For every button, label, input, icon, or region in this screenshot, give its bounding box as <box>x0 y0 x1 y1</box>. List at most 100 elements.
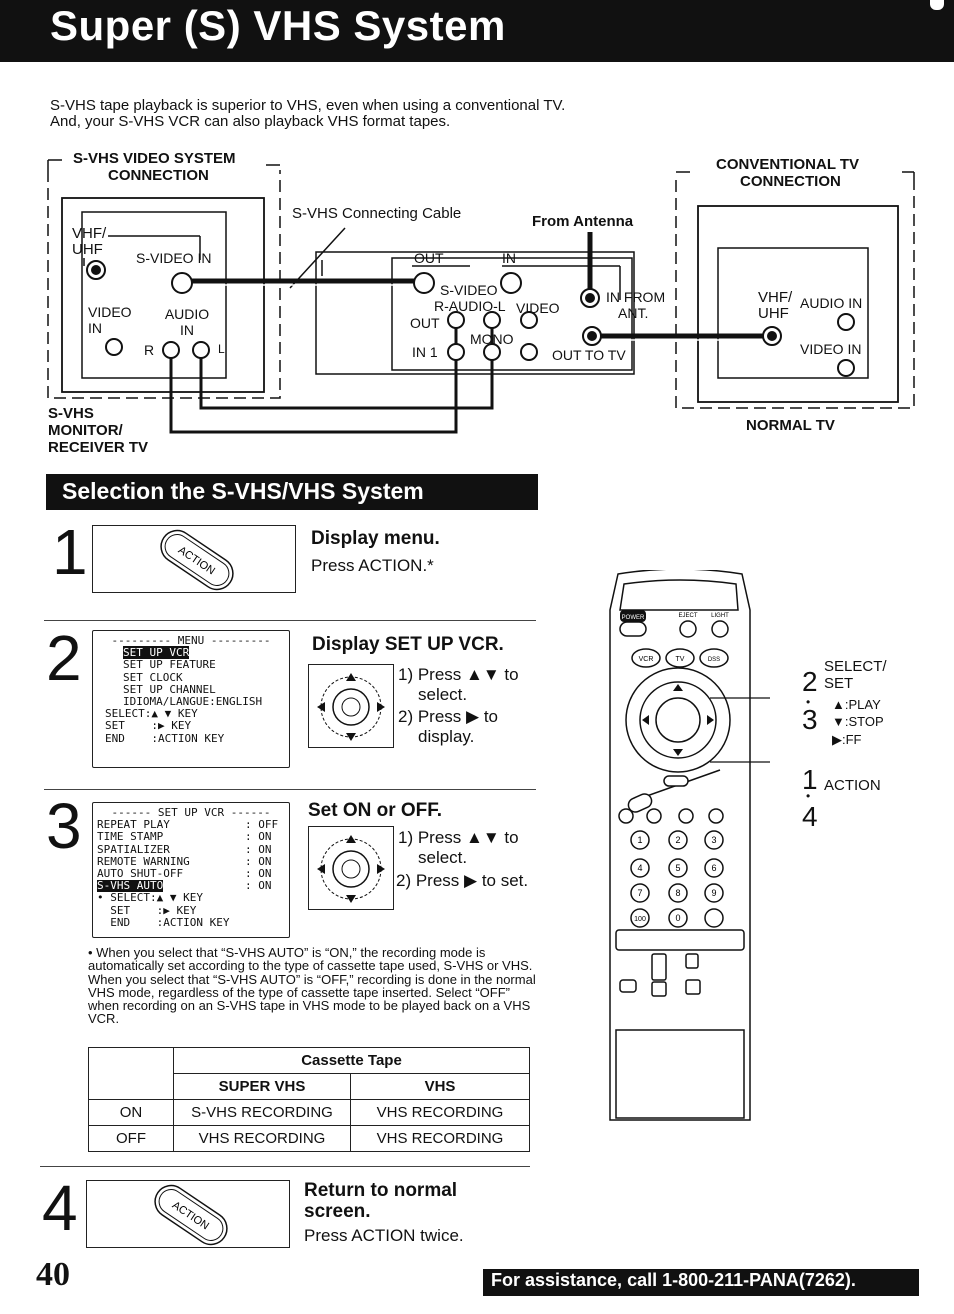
svhs-heading-2: CONNECTION <box>108 167 209 184</box>
digit-label: 1 <box>637 835 642 845</box>
step-2-instr-1b: select. <box>418 685 468 704</box>
tv-video-in: VIDEO IN <box>800 341 862 357</box>
step-2-instr-2b: display. <box>418 727 475 746</box>
menu-item: SET CLOCK <box>123 670 183 684</box>
tv-audio-in: AUDIO IN <box>800 295 863 311</box>
digit-button[interactable] <box>704 830 724 850</box>
setup-row-label: AUTO SHUT-OFF <box>97 867 184 881</box>
step-3-instr-1b: select. <box>418 848 468 867</box>
menu-selected-item: SET UP VCR <box>123 646 190 660</box>
setup-key: SET :▶ KEY <box>97 903 197 917</box>
setup-key: END :ACTION KEY <box>97 915 230 929</box>
step-3-title: Set ON or OFF. <box>308 800 443 821</box>
digit-label: 6 <box>711 863 716 873</box>
slow-button[interactable] <box>678 808 694 824</box>
action-key[interactable] <box>626 792 654 815</box>
l-label: L <box>218 342 225 356</box>
setup-key: • SELECT:▲ ▼ KEY <box>97 891 203 905</box>
digit-label: 100 <box>634 916 646 923</box>
antenna-label: From Antenna <box>532 213 634 230</box>
normal-tv-label: NORMAL TV <box>746 417 835 434</box>
step-2-instr-1: 1) Press ▲▼ to <box>398 665 519 684</box>
digit-button[interactable] <box>668 830 688 850</box>
page-title: Super (S) VHS System <box>50 2 506 49</box>
digit-button[interactable] <box>704 908 724 928</box>
menu-key: SET :▶ KEY <box>105 719 192 733</box>
digit-button[interactable] <box>668 908 688 928</box>
rec-button[interactable] <box>708 808 724 824</box>
light-button[interactable] <box>711 620 729 638</box>
eject-label: EJECT <box>678 613 697 619</box>
digit-button[interactable] <box>630 883 650 903</box>
digit-button[interactable] <box>668 883 688 903</box>
step-3-dpad-illustration <box>308 826 394 910</box>
dpad-icon <box>317 673 385 741</box>
table-row: ON S-VHS RECORDING VHS RECORDING <box>88 1099 530 1126</box>
page-number: 40 <box>36 1256 70 1293</box>
video-in-label: VIDEO IN <box>88 304 132 336</box>
setup-row: REMOTE WARNING: ON <box>97 854 285 868</box>
table-row-label: OFF <box>88 1125 174 1152</box>
intro-line-1: S-VHS tape playback is superior to VHS, … <box>50 97 566 114</box>
digit-label: 3 <box>711 835 716 845</box>
stop-label: ▼:STOP <box>832 714 884 729</box>
menu-key: SELECT:▲ ▼ KEY <box>105 707 198 721</box>
conv-heading-1: CONVENTIONAL TV <box>716 156 860 173</box>
digit-button[interactable] <box>630 830 650 850</box>
callout-2: 2 <box>802 666 818 697</box>
callout-dot: • <box>806 695 811 709</box>
select-key[interactable] <box>663 775 689 787</box>
digit-button[interactable] <box>704 883 724 903</box>
menu-key: END :ACTION KEY <box>105 731 225 745</box>
digit-button[interactable] <box>630 908 650 928</box>
step-4-illustration: ACTION <box>86 1180 290 1248</box>
s-video-label: S-VIDEO <box>440 282 498 298</box>
setup-row-value: : ON <box>245 842 272 856</box>
setup-row: REPEAT PLAY: OFF <box>97 818 285 831</box>
step-2-title: Display SET UP VCR. <box>312 634 504 655</box>
ff-label: ▶:FF <box>832 732 862 747</box>
video-label: VIDEO <box>516 300 560 316</box>
svhs-tv-label-2: MONITOR/ <box>48 422 123 439</box>
tv-button[interactable] <box>665 648 695 668</box>
tv-vhf-uhf: VHF/ UHF <box>758 289 793 322</box>
menu-item: SET UP CHANNEL <box>123 682 216 696</box>
vcr-in-label: IN <box>502 250 516 266</box>
vcr-out-label: OUT <box>414 250 444 266</box>
digit-label: 4 <box>637 863 642 873</box>
menu-item: SET UP FEATURE <box>123 658 216 672</box>
setup-row-value: : ON <box>245 854 272 868</box>
menu-item: IDIOMA/LANGUE:ENGLISH <box>123 695 263 709</box>
zero-button[interactable] <box>618 808 634 824</box>
digit-label: 2 <box>675 835 680 845</box>
eject-button[interactable] <box>679 620 697 638</box>
step-3-number: 3 <box>46 790 82 862</box>
power-button[interactable] <box>620 610 646 622</box>
intro-line-2: And, your S-VHS VCR can also playback VH… <box>50 113 451 130</box>
digit-label: 7 <box>637 888 642 898</box>
step-3-instr-2: 2) Press ▶ to set. <box>396 871 529 890</box>
step-3-instr-1: 1) Press ▲▼ to <box>398 828 519 847</box>
divider <box>44 789 536 790</box>
power-key[interactable] <box>619 621 647 637</box>
setup-row: SPATIALIZER: ON <box>97 842 285 856</box>
mono-label: MONO <box>470 331 514 347</box>
action-button-icon: ACTION <box>160 529 234 591</box>
cable-label: S-VHS Connecting Cable <box>292 205 462 222</box>
step-1-number: 1 <box>52 516 88 588</box>
pause-button[interactable] <box>646 808 662 824</box>
vcr-button[interactable] <box>631 648 661 668</box>
digit-button[interactable] <box>630 858 650 878</box>
digit-button[interactable] <box>668 858 688 878</box>
dss-button[interactable] <box>699 648 729 668</box>
table-cell: VHS RECORDING <box>350 1099 530 1126</box>
digit-button[interactable] <box>704 858 724 878</box>
section-title: Selection the S-VHS/VHS System <box>62 478 424 504</box>
digit-label: 5 <box>675 863 680 873</box>
svhs-heading-1: S-VHS VIDEO SYSTEM <box>73 150 236 167</box>
table-corner <box>88 1047 174 1100</box>
tv-label: TV <box>676 656 685 663</box>
in1-label: IN 1 <box>412 344 438 360</box>
table-cell: S-VHS RECORDING <box>173 1099 351 1126</box>
svhs-tv-label-1: S-VHS <box>48 405 94 422</box>
